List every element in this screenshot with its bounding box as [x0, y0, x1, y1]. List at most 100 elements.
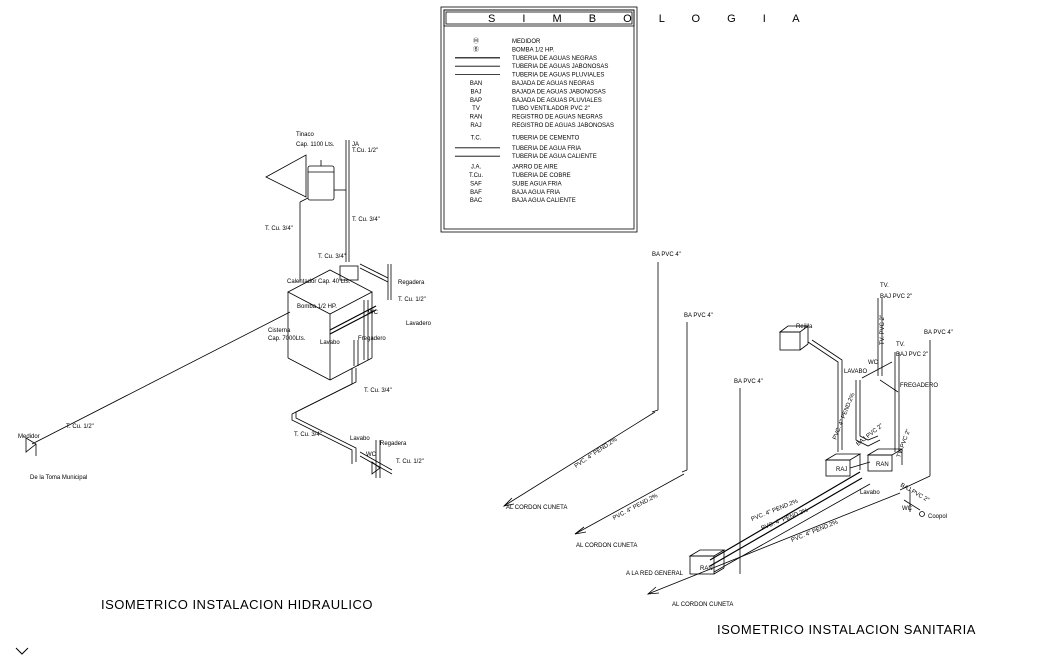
label-lavabo-1: Lavabo: [320, 340, 340, 346]
label-tcu-34-left: T. Cu. 3/4": [265, 226, 293, 232]
legend-text: TUBERIA DE AGUA CALIENTE: [512, 154, 597, 160]
legend-text: TUBERIA DE COBRE: [512, 173, 571, 179]
legend-row: TUBERIA DE AGUAS PLUVIALES: [455, 73, 604, 79]
legend-symbol: RAN: [470, 115, 483, 121]
legend-symbol: BAJ: [470, 89, 481, 95]
label-cisterna-cap: Cap. 7000Lts.: [268, 336, 306, 342]
label-fregadero-1: Fregadero: [358, 336, 386, 342]
label-bomba: Bomba 1/2 HP.: [297, 304, 337, 310]
hydraulic-title: ISOMETRICO INSTALACION HIDRAULICO: [101, 597, 373, 612]
legend-text: TUBERIA DE AGUAS PLUVIALES: [512, 73, 604, 79]
label-lavabo-low: Lavabo: [860, 490, 880, 496]
legend-row: TUBERIA DE AGUA FRIA: [455, 146, 581, 152]
legend-rows: Ⓜ MEDIDOR Ⓑ BOMBA 1/2 HP. TUBERIA DE AGUAS N…: [455, 37, 614, 204]
legend-symbol: BAF: [470, 190, 482, 196]
label-fregadero: FREGADERO: [900, 383, 938, 389]
legend: S I M B O L O G I A Ⓜ MEDIDOR Ⓑ BOMBA 1/2 H…: [440, 6, 812, 233]
legend-text: TUBO VENTILADOR PVC 2": [512, 106, 590, 112]
label-tcu-half-right: T. Cu. 1/2": [398, 297, 426, 303]
legend-text: TUBERIA DE AGUAS JABONOSAS: [512, 64, 608, 70]
legend-text: TUBERIA DE AGUA FRIA: [512, 146, 581, 152]
label-tcu-half-long: T. Cu. 1/2": [66, 424, 94, 430]
legend-row: BAN BAJADA DE AGUAS NEGRAS: [470, 81, 595, 87]
label-ja: JA: [352, 142, 359, 148]
legend-row: T.Cu. TUBERIA DE COBRE: [469, 173, 571, 179]
label-lavabo: LAVABO: [844, 369, 867, 375]
label-tv-pvc-vert: TV. PVC 2": [880, 315, 886, 345]
label-tcu-34-mid: T. Cu. 3/4": [352, 217, 380, 223]
legend-row: Ⓜ MEDIDOR: [473, 37, 541, 45]
legend-text: BOMBA 1/2 HP.: [512, 47, 555, 53]
legend-row: BAP BAJADA DE AGUAS PLUVIALES: [470, 98, 602, 104]
chevron-down-icon[interactable]: [14, 646, 30, 656]
legend-symbol: TV: [472, 106, 480, 112]
legend-symbol: SAF: [470, 181, 482, 187]
legend-text: BAJA AGUA CALIENTE: [512, 198, 576, 204]
label-tv-2: TV.: [896, 342, 905, 348]
label-ba-top: BA PVC 4": [652, 252, 681, 258]
legend-text: REGISTRO DE AGUAS JABONOSAS: [512, 123, 614, 129]
label-lavabo-2: Lavabo: [350, 436, 370, 442]
tinaco-tank: [307, 165, 335, 201]
label-pvc-a: PVC. 4" PEND.2%: [832, 392, 856, 441]
label-red: A LA RED GENERAL: [626, 571, 684, 577]
label-ba-left: BA PVC 4": [734, 379, 763, 385]
label-coopol: Coopol: [928, 514, 947, 520]
legend-symbol: T.C.: [471, 135, 482, 141]
label-tinaco-cap: Cap. 1100 Lts.: [296, 142, 335, 148]
legend-header: S I M B O L O G I A: [488, 13, 812, 25]
hydraulic-diagram: Tinaco Cap. 1100 Lts. JA T.Cu. 1/2" T. C…: [18, 132, 432, 612]
legend-text: SUBE AGUA FRIA: [512, 181, 562, 187]
medidor-symbol: [25, 437, 37, 453]
label-regadera-2: Regadera: [380, 441, 407, 447]
legend-symbol: Ⓑ: [473, 45, 479, 53]
label-tcu-34-low: T. Cu. 3/4": [364, 388, 392, 394]
legend-row: RAJ REGISTRO DE AGUAS JABONOSAS: [470, 123, 614, 129]
legend-row: TUBERIA DE AGUAS JABONOSAS: [455, 64, 608, 70]
label-tcu-half-bottom: T. Cu. 1/2": [396, 459, 424, 465]
label-pvc-d: PVC. 4" PEND.2%: [791, 519, 840, 543]
label-wc-2: WC: [366, 452, 377, 458]
label-tinaco: Tinaco: [296, 132, 314, 138]
legend-text: BAJADA DE AGUAS NEGRAS: [512, 81, 594, 87]
legend-row: T.C. TUBERIA DE CEMENTO: [471, 135, 580, 141]
legend-symbol: RAJ: [470, 123, 481, 129]
label-cordon-1: AL CORDON CUNETA: [506, 505, 567, 511]
label-wc: WC: [868, 360, 879, 366]
legend-row: TUBERIA DE AGUA CALIENTE: [455, 154, 597, 160]
rejilla-box: [779, 331, 801, 351]
legend-symbol: BAN: [470, 81, 482, 87]
label-tv-1: TV.: [880, 283, 889, 289]
label-medidor: Medidor: [18, 434, 40, 440]
label-raj: RAJ: [836, 467, 847, 473]
label-wc-1: WC: [368, 310, 379, 316]
legend-row: TUBERIA DE AGUAS NEGRAS: [455, 56, 597, 62]
legend-row: TV TUBO VENTILADOR PVC 2": [472, 106, 590, 112]
legend-text: MEDIDOR: [512, 39, 541, 45]
label-lavadero: Lavadero: [406, 321, 432, 327]
label-ba-right: BA PVC 4": [924, 330, 953, 336]
legend-symbol: J.A.: [471, 165, 482, 171]
legend-text: BAJADA DE AGUAS PLUVIALES: [512, 98, 602, 104]
label-ran-1: RAN: [876, 462, 889, 468]
legend-symbol: T.Cu.: [469, 173, 483, 179]
label-baj-2: BAJ PVC 2": [896, 352, 928, 358]
label-calentador: Calentador Cap. 40 Lts.: [287, 279, 351, 285]
legend-row: SAF SUBE AGUA FRIA: [470, 181, 562, 187]
label-regadera-1: Regadera: [398, 280, 425, 286]
legend-text: REGISTRO DE AGUAS NEGRAS: [512, 115, 603, 121]
label-pvc-c: PVC. 4" PEND.2%: [612, 493, 659, 522]
legend-text: TUBERIA DE CEMENTO: [512, 135, 580, 141]
legend-text: TUBERIA DE AGUAS NEGRAS: [512, 56, 597, 62]
label-baj-pvc-low: BAJ PVC 2": [899, 483, 930, 504]
legend-text: BAJA AGUA FRIA: [512, 190, 560, 196]
legend-text: JARRO DE AIRE: [512, 165, 558, 171]
sanitary-diagram: BA PVC 4" BA PVC 4" BA PVC 4" BA PVC 4" …: [502, 252, 975, 637]
legend-symbol: BAP: [470, 98, 482, 104]
label-baj-1: BAJ PVC 2": [880, 294, 912, 300]
legend-symbol: Ⓜ: [473, 37, 479, 45]
tinaco-roof: [265, 154, 307, 198]
